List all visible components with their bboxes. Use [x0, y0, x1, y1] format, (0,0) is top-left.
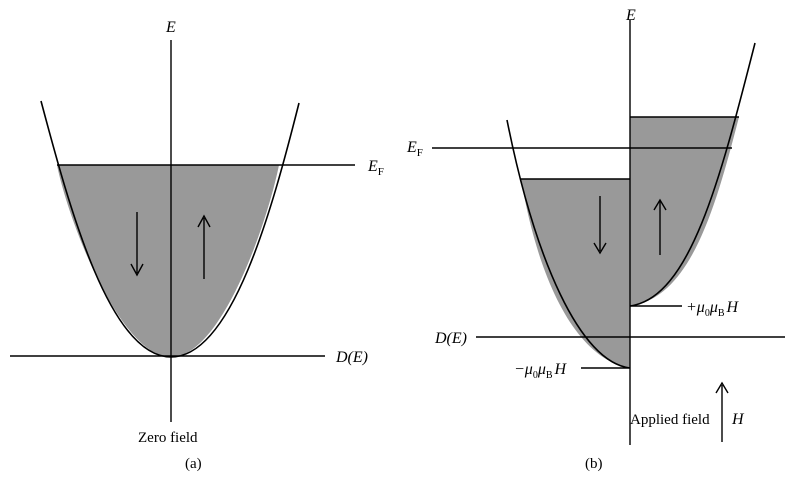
panel-b-spin-up-filled — [630, 117, 739, 306]
panel-b-spin-up-curve — [629, 42, 756, 307]
panel-b-spin-down-filled — [521, 179, 630, 368]
panel-a-energy-label: E — [165, 19, 176, 36]
panel-b-applied-field-label: Applied field — [630, 412, 710, 428]
panel-b-spin-up-arrow — [653, 198, 667, 255]
panel-b-dos-label: D(E) — [434, 330, 467, 347]
panel-b-label: (b) — [585, 456, 603, 472]
panel-b-spin-down-arrow — [593, 196, 607, 255]
panel-b-energy-label: E — [625, 7, 636, 24]
panel-b-fermi-label: EF — [406, 139, 423, 159]
panel-a-spin-down-arrow — [130, 212, 144, 277]
panel-a-label: (a) — [185, 456, 202, 472]
panel-b-applied-field-symbol: H — [731, 411, 745, 428]
panel-a-dos-label: D(E) — [335, 349, 368, 366]
panel-a-fermi-label: EF — [367, 158, 384, 178]
panel-a: E EF D(E) Zero field (a) — [10, 19, 384, 472]
panel-a-spin-up-arrow — [197, 214, 211, 279]
panel-b-applied-field-arrow — [715, 381, 729, 442]
panel-a-filled-states — [57, 165, 279, 357]
panel-a-field-caption: Zero field — [138, 430, 198, 446]
panel-b-spin-down-curve — [506, 119, 631, 369]
